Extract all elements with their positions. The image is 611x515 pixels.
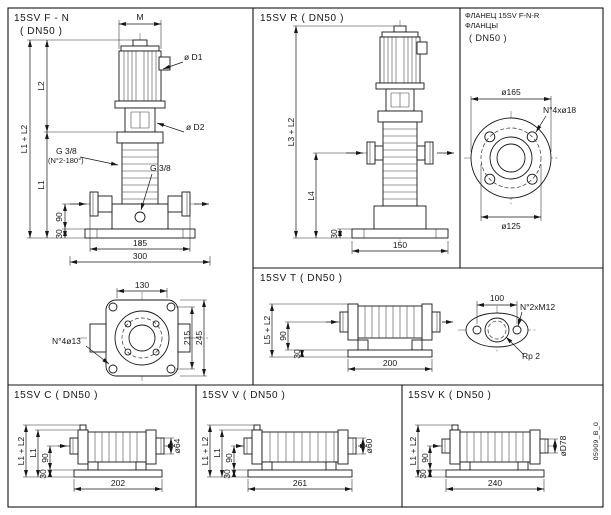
- flange-dim-125-label: ø125: [501, 221, 521, 231]
- c-dimensions: L1 + L2 L1 90 30 202 ø64: [16, 424, 182, 492]
- t-dimensions: L5 + L2 90 30 200 100 N°2xM12 Rp 2: [262, 293, 555, 372]
- panel-borders: [7, 7, 604, 508]
- fn-base-dim-245-label: 245: [194, 331, 204, 345]
- c-dim-30-label: 30: [38, 469, 48, 479]
- fn-dim-m-label: M: [136, 12, 143, 22]
- panel-c: 15SV C ( DN50 ) L1 + L2 L1 90 30 202 ø6: [14, 390, 182, 492]
- r-title: 15SV R ( DN50 ): [260, 13, 344, 24]
- flange-title-line3: ( DN50 ): [469, 33, 507, 43]
- fn-title: 15SV F - N: [14, 13, 69, 24]
- k-dim-l1-l2-label: L1 + L2: [408, 436, 418, 465]
- c-dim-d64-label: ø64: [172, 438, 182, 453]
- k-title: 15SV K ( DN50 ): [408, 390, 491, 401]
- c-title: 15SV C ( DN50 ): [14, 390, 98, 401]
- flange-drawing: [464, 111, 558, 205]
- v-dim-90-label: 90: [224, 453, 234, 463]
- k-dim-d78-label: øD78: [558, 435, 568, 456]
- k-dim-240-label: 240: [488, 478, 502, 488]
- panel-r: 15SV R ( DN50 ) L3 + L2 L4: [260, 13, 454, 254]
- fn-dimensions: M ø D1 ø D2 L1 + L2 L2 L1 G 3/8 (N°2-180…: [19, 12, 211, 266]
- fn-subtitle: ( DN50 ): [20, 26, 63, 37]
- k-dim-90-label: 90: [420, 453, 430, 463]
- fn-dim-l2-label: L2: [36, 81, 46, 91]
- t-title: 15SV T ( DN50 ): [260, 273, 343, 284]
- c-dim-202-label: 202: [111, 478, 125, 488]
- r-pump-drawing: [351, 20, 449, 246]
- panel-t: 15SV T ( DN50 ): [260, 273, 555, 372]
- c-dim-l1-l2-label: L1 + L2: [16, 436, 26, 465]
- k-dimensions: L1 + L2 90 30 240 øD78: [408, 424, 568, 492]
- flange-title-line2: ФЛАНЦЫ: [465, 21, 498, 30]
- panel-flange: ФЛАНЕЦ 15SV F-N-R ФЛАНЦЫ ( DN50 ) ø165 N…: [464, 11, 576, 231]
- t-dim-30-label: 30: [292, 349, 302, 359]
- v-dim-l1-l2-label: L1 + L2: [200, 436, 210, 465]
- fn-pump-drawing: [78, 33, 202, 246]
- r-dim-30-label: 30: [329, 229, 339, 239]
- t-dim-200-label: 200: [383, 358, 397, 368]
- fn-base-dim-130-label: 130: [135, 280, 149, 290]
- r-dimensions: L3 + L2 L4 30 150: [286, 25, 454, 254]
- fn-dim-l1-label: L1: [36, 180, 46, 190]
- panel-fn: 15SV F - N ( DN50 ): [14, 12, 211, 384]
- r-dim-l3-l2-label: L3 + L2: [286, 117, 296, 146]
- c-pump-drawing: [62, 424, 174, 478]
- r-dim-l4-label: L4: [306, 191, 316, 201]
- flange-dim-165-label: ø165: [501, 87, 521, 97]
- doc-code: 05909_B_0: [593, 422, 600, 460]
- t-dim-l5-l2-label: L5 + L2: [262, 315, 272, 344]
- k-dim-30-label: 30: [418, 469, 428, 479]
- flange-dim-holes-label: N°4xø18: [543, 105, 576, 115]
- v-pump-drawing: [236, 424, 366, 478]
- fn-dim-g38-b-label: G 3/8: [150, 163, 171, 173]
- fn-dim-30-label: 30: [54, 229, 64, 239]
- t-pump-drawing: [330, 303, 450, 358]
- flange-dimensions: ø165 N°4xø18 ø125: [470, 87, 576, 231]
- v-dim-d60-label: ø60: [364, 438, 374, 453]
- t-dim-rp2-label: Rp 2: [522, 351, 540, 361]
- k-pump-drawing: [436, 424, 556, 478]
- fn-dim-g38-a-label: G 3/8: [56, 146, 77, 156]
- v-dim-261-label: 261: [293, 478, 307, 488]
- fn-dim-185-label: 185: [133, 238, 147, 248]
- v-dimensions: L1 + L2 L1 90 30 261 ø60: [200, 424, 374, 492]
- fn-dim-d2-label: ø D2: [186, 122, 205, 132]
- fn-dim-300-label: 300: [133, 251, 147, 261]
- c-dim-l1-label: L1: [28, 448, 38, 458]
- v-dim-30-label: 30: [222, 469, 232, 479]
- flange-title-line1: ФЛАНЕЦ 15SV F-N-R: [465, 11, 540, 20]
- t-dim-holes-label: N°2xM12: [520, 302, 555, 312]
- fn-base-top-view: 130 215 245 N°4ø13: [52, 280, 208, 384]
- fn-dim-l1-l2-label: L1 + L2: [19, 124, 29, 153]
- fn-dim-90-label: 90: [54, 212, 64, 222]
- fn-dim-d1-label: ø D1: [184, 52, 203, 62]
- v-title: 15SV V ( DN50 ): [202, 390, 285, 401]
- panel-k: 15SV K ( DN50 ) L1 + L2 90 30 240 øD78: [408, 390, 568, 492]
- panel-v: 15SV V ( DN50 ) L1 + L2 L1 90 30 261 ø6: [200, 390, 374, 492]
- t-dim-90-label: 90: [278, 331, 288, 341]
- t-oval-flange-view: [458, 306, 536, 354]
- t-dim-100-label: 100: [490, 293, 504, 303]
- fn-dim-g38-a-note-label: (N°2-180°): [48, 156, 84, 165]
- r-dim-150-label: 150: [393, 240, 407, 250]
- c-dim-90-label: 90: [40, 453, 50, 463]
- fn-base-dim-215-label: 215: [182, 331, 192, 345]
- v-dim-l1-label: L1: [212, 448, 222, 458]
- fn-base-dim-holes-label: N°4ø13: [52, 336, 81, 346]
